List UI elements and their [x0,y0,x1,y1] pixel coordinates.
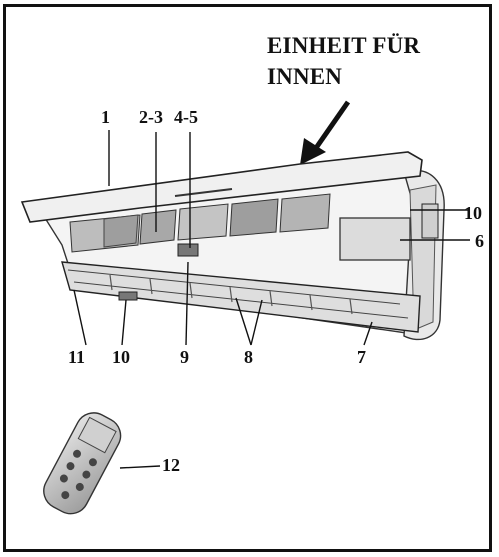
callout-8: 8 [244,347,253,367]
leader-lines [73,130,470,469]
callout-1: 1 [101,107,110,127]
air-outlet [61,261,421,333]
callout-12: 12 [162,455,180,475]
callout-7: 7 [357,347,366,367]
callout-9: 9 [180,347,189,367]
callout-4-5: 4-5 [174,107,198,127]
remote-control [43,412,122,515]
display-panel [177,243,199,257]
callout-10-bottom: 10 [112,347,130,367]
front-panel [20,151,423,223]
callout-2-3: 2-3 [139,107,163,127]
title-line-1: EINHEIT FÜR [267,33,421,58]
diagram-title: EINHEIT FÜR INNEN [267,30,497,92]
callout-10-right: 10 [464,203,482,223]
callout-6: 6 [475,231,484,251]
emergency-button [118,291,138,301]
side-cover [421,203,439,239]
title-arrow [300,100,351,165]
electronic-box [339,217,411,261]
front-panel-handle [174,188,233,197]
air-filters [69,193,331,253]
title-line-2: INNEN [267,64,343,89]
callout-11: 11 [68,347,86,367]
